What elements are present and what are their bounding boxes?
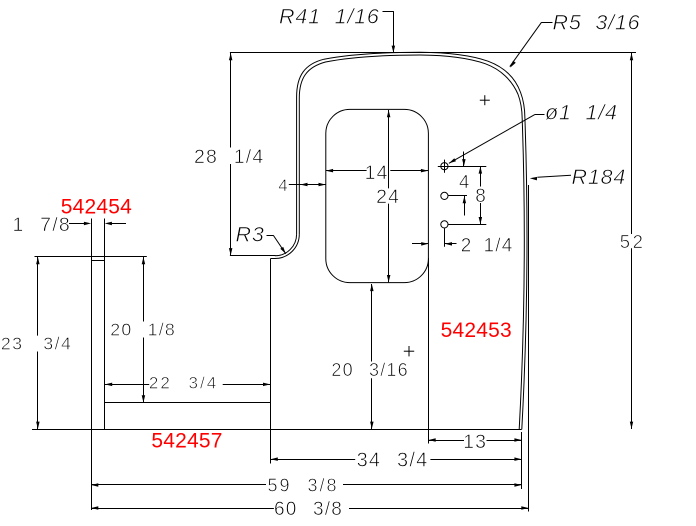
- svg-text:1 7/8: 1 7/8: [13, 214, 71, 236]
- svg-text:34 3/4: 34 3/4: [357, 449, 429, 471]
- svg-text:ø1 1/4: ø1 1/4: [545, 101, 618, 125]
- svg-text:23 3/4: 23 3/4: [1, 334, 72, 354]
- svg-text:542454: 542454: [61, 196, 132, 219]
- svg-text:542453: 542453: [441, 319, 512, 342]
- svg-text:20 1/8: 20 1/8: [110, 320, 176, 340]
- svg-text:R5 3/16: R5 3/16: [553, 11, 641, 35]
- svg-text:R3: R3: [236, 223, 265, 247]
- svg-text:4: 4: [278, 176, 288, 195]
- svg-text:2 1/4: 2 1/4: [461, 235, 514, 256]
- svg-text:R184: R184: [572, 165, 627, 189]
- svg-text:14: 14: [365, 162, 389, 184]
- svg-text:22 3/4: 22 3/4: [149, 373, 218, 392]
- svg-text:59 3/8: 59 3/8: [268, 476, 339, 496]
- svg-text:13: 13: [463, 431, 487, 453]
- svg-text:R41 1/16: R41 1/16: [279, 4, 380, 28]
- svg-text:60 3/8: 60 3/8: [274, 499, 343, 520]
- svg-text:542457: 542457: [151, 430, 222, 453]
- svg-text:28 1/4: 28 1/4: [194, 146, 264, 168]
- svg-text:8: 8: [475, 186, 487, 207]
- svg-text:20 3/16: 20 3/16: [331, 360, 408, 380]
- svg-text:4: 4: [459, 171, 470, 192]
- svg-text:24: 24: [376, 186, 400, 208]
- svg-text:52: 52: [620, 231, 646, 252]
